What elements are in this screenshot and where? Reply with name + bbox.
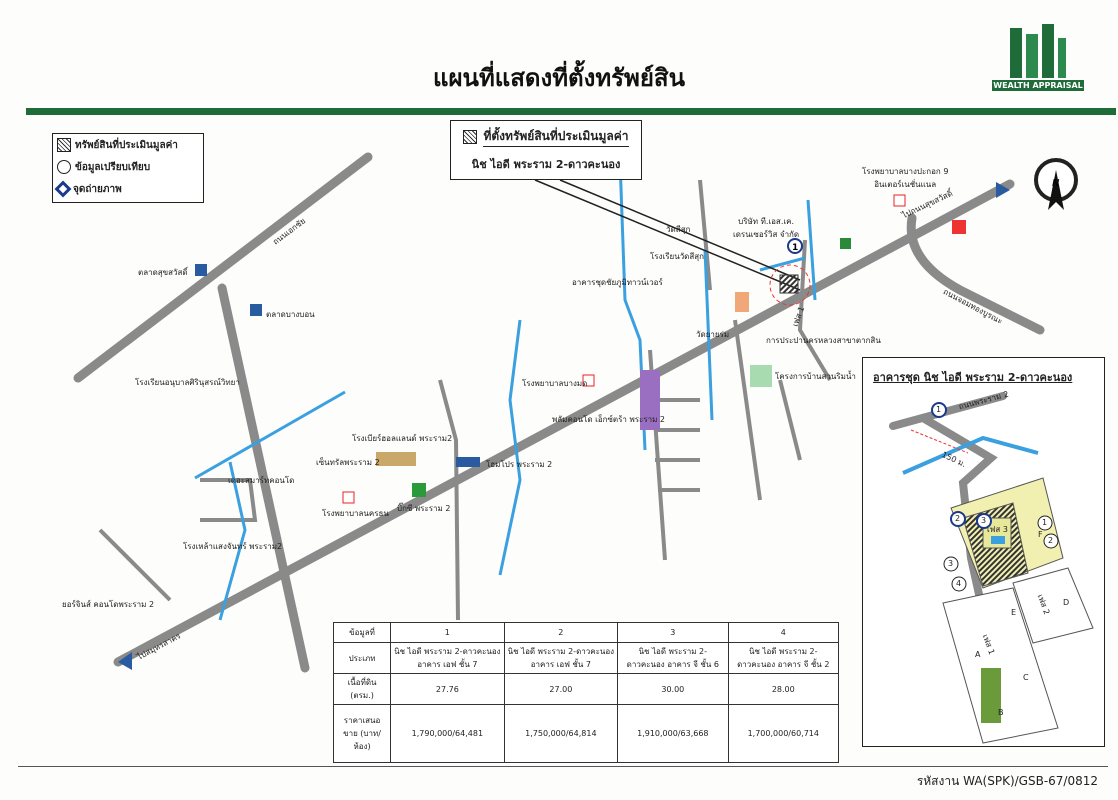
photo-point-1-icon (787, 238, 803, 254)
inset-photo-point: 1 (936, 405, 942, 414)
inset-phase-label: เฟส 3 (987, 525, 1008, 534)
compass-label: N (1052, 178, 1060, 189)
table-cell: 27.76 (390, 673, 505, 705)
inset-photo-point: 2 (955, 514, 961, 523)
table-cell: นิช ไอดี พระราม 2-ดาวคะนอง อาคาร จี ชั้น… (727, 642, 840, 674)
page-title: แผนที่แสดงที่ตั้งทรัพย์สิน (433, 64, 685, 92)
table-cell: 4 (727, 622, 840, 643)
inset-comp-point: 2 (1048, 536, 1054, 545)
poi-label: เซ็นทรัลพระราม 2 (316, 458, 380, 467)
table-cell: นิช ไอดี พระราม 2-ดาวคะนอง อาคาร จี ชั้น… (617, 642, 729, 674)
poi-label: ยอร์จินส์ คอนโดพระราม 2 (62, 600, 155, 609)
legend-item: ข้อมูลเปรียบเทียบ (53, 156, 203, 178)
subject-callout: ที่ตั้งทรัพย์สินที่ประเมินมูลค่า นิช ไอด… (450, 120, 642, 180)
poi-label: วัดยายร่ม (696, 330, 730, 339)
inset-photo-point: 3 (981, 516, 987, 525)
site-inset: อาคารชุด นิช ไอดี พระราม 2-ดาวคะนอง 1 2 … (862, 357, 1105, 747)
poi-label: โรงพยาบาลบางมด (522, 379, 588, 388)
poi-label: โรงเหล้าแสงจันทร์ พระราม2 (183, 542, 283, 551)
compass-icon (1034, 158, 1078, 210)
inset-block-label: F (1038, 530, 1043, 539)
inset-map (889, 392, 1094, 744)
poi-label: โรงเรียนอนุบาลศิรินุสรณ์วิทยา (135, 378, 240, 387)
poi-label: ตลาดสุขสวัสดิ์ (138, 268, 188, 277)
table-cell: 2 (503, 622, 619, 643)
logo-text: WEALTH APPRAISAL (992, 80, 1084, 91)
job-code: รหัสงาน WA(SPK)/GSB-67/0812 (916, 774, 1098, 788)
poi-label: เดอะสมาร์ทคอนโด (228, 476, 295, 485)
legend-item: จุดถ่ายภาพ (53, 178, 203, 200)
road-jomthong (906, 213, 1045, 335)
photo-point-1-label: 1 (792, 243, 798, 253)
table-cell: 3 (617, 622, 729, 643)
subject-hatch-icon (779, 274, 799, 294)
inset-block-label: A (975, 650, 981, 659)
inset-comp-point: 3 (948, 559, 954, 568)
poi-label: โฮมโปร พระราม 2 (486, 460, 553, 469)
table-cell: ประเภท (332, 642, 392, 674)
poi-label: โรงเบียร์ฮอลแลนด์ พระราม2 (352, 434, 453, 443)
inset-block-label: D (1063, 598, 1070, 607)
poi-label: การประปานครหลวงสาขาตากสิน (766, 336, 881, 345)
table-cell: นิช ไอดี พระราม 2-ดาวคะนอง อาคาร เอฟ ชั้… (503, 642, 619, 674)
inset-block-label: E (1011, 608, 1017, 617)
table-cell: เนื้อที่ดิน (ตรม.) (332, 673, 392, 705)
inset-block-label: C (1023, 673, 1029, 682)
legend: ทรัพย์สินที่ประเมินมูลค่า ข้อมูลเปรียบเท… (52, 133, 204, 203)
table-cell: 1,700,000/60,714 (727, 704, 840, 763)
header-divider (26, 108, 1116, 115)
poi-label: โรงพยาบาลนครธน (322, 509, 389, 518)
poi-label: พลัมคอนโด เอ็กซ์ตร้า พระราม 2 (552, 415, 666, 424)
poi-label: บิ๊กซี พระราม 2 (397, 504, 451, 513)
table-cell: 1 (390, 622, 505, 643)
road-ekkachai (73, 152, 373, 383)
inset-block-label: B (998, 708, 1004, 717)
table-cell: 1,910,000/63,668 (617, 704, 729, 763)
poi-label: ตลาดบางบอน (266, 310, 315, 319)
poi-label: โรงเรียนวัดสีสุก (650, 252, 704, 261)
road-side (217, 283, 310, 673)
circle-icon (57, 160, 71, 174)
table-cell: 1,750,000/64,814 (503, 704, 619, 763)
table-cell: 28.00 (727, 673, 840, 705)
footer-divider (18, 766, 1108, 767)
table-cell: นิช ไอดี พระราม 2-ดาวคะนอง อาคาร เอฟ ชั้… (390, 642, 505, 674)
table-cell: 1,790,000/64,481 (390, 704, 505, 763)
poi-label: โครงการบ้านสวนริมน้ำ (775, 372, 856, 381)
poi-label: วัดสีสุก (666, 225, 691, 234)
inset-comp-point: 4 (956, 579, 962, 588)
wealth-appraisal-logo (1010, 24, 1066, 78)
inset-title: อาคารชุด นิช ไอดี พระราม 2-ดาวคะนอง (873, 371, 1073, 384)
table-cell: 27.00 (503, 673, 619, 705)
subject-location-circle (769, 264, 811, 306)
table-cell: ราคาเสนอขาย (บาท/ห้อง) (332, 704, 392, 763)
landmark-icons (195, 194, 966, 504)
callout-subtitle: นิช ไอดี พระราม 2-ดาวคะนอง (471, 158, 621, 171)
poi-label: โรงพยาบาลบางปะกอก 9 อินเตอร์เนชั่นแนล (862, 167, 949, 189)
table-cell: ข้อมูลที่ (332, 622, 392, 643)
poi-label: อาคารชุดชัยภูมิทาวน์เวอร์ (572, 278, 663, 287)
hatch-icon (463, 130, 478, 144)
camera-point-icon (54, 180, 72, 198)
hatch-icon (57, 138, 71, 152)
poi-label: บริษัท ที.เอส.เค. เดรนเซอร์วิส จำกัด (733, 217, 800, 239)
legend-item: ทรัพย์สินที่ประเมินมูลค่า (53, 134, 203, 156)
inset-comp-point: 1 (1042, 518, 1048, 527)
road-rama2 (113, 179, 1015, 667)
table-cell: 30.00 (617, 673, 729, 705)
